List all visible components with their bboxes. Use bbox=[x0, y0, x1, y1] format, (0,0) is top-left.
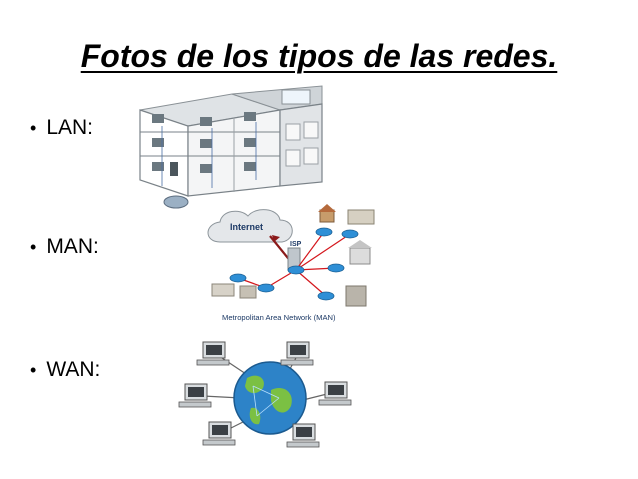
bullet-dot-icon: • bbox=[30, 236, 37, 257]
bullet-wan: • WAN: bbox=[30, 358, 100, 382]
bullet-lan: • LAN: bbox=[30, 116, 93, 140]
bullet-label-lan: LAN: bbox=[46, 116, 93, 139]
bullet-dot-icon: • bbox=[30, 359, 37, 380]
bullet-label-wan: WAN: bbox=[46, 358, 101, 381]
bullet-dot-icon: • bbox=[30, 117, 37, 138]
bullet-label-man: MAN: bbox=[46, 235, 99, 258]
slide-title: Fotos de los tipos de las redes. bbox=[80, 38, 558, 74]
isp-label: ISP bbox=[290, 241, 302, 248]
internet-cloud-label: Internet bbox=[230, 222, 263, 232]
bullet-man: • MAN: bbox=[30, 235, 99, 259]
wan-diagram-image bbox=[178, 341, 352, 448]
man-diagram-image: Internet ISP Metropolitan Area Network (… bbox=[207, 204, 375, 322]
lan-building-image bbox=[139, 85, 323, 209]
man-caption: Metropolitan Area Network (MAN) bbox=[222, 313, 336, 322]
